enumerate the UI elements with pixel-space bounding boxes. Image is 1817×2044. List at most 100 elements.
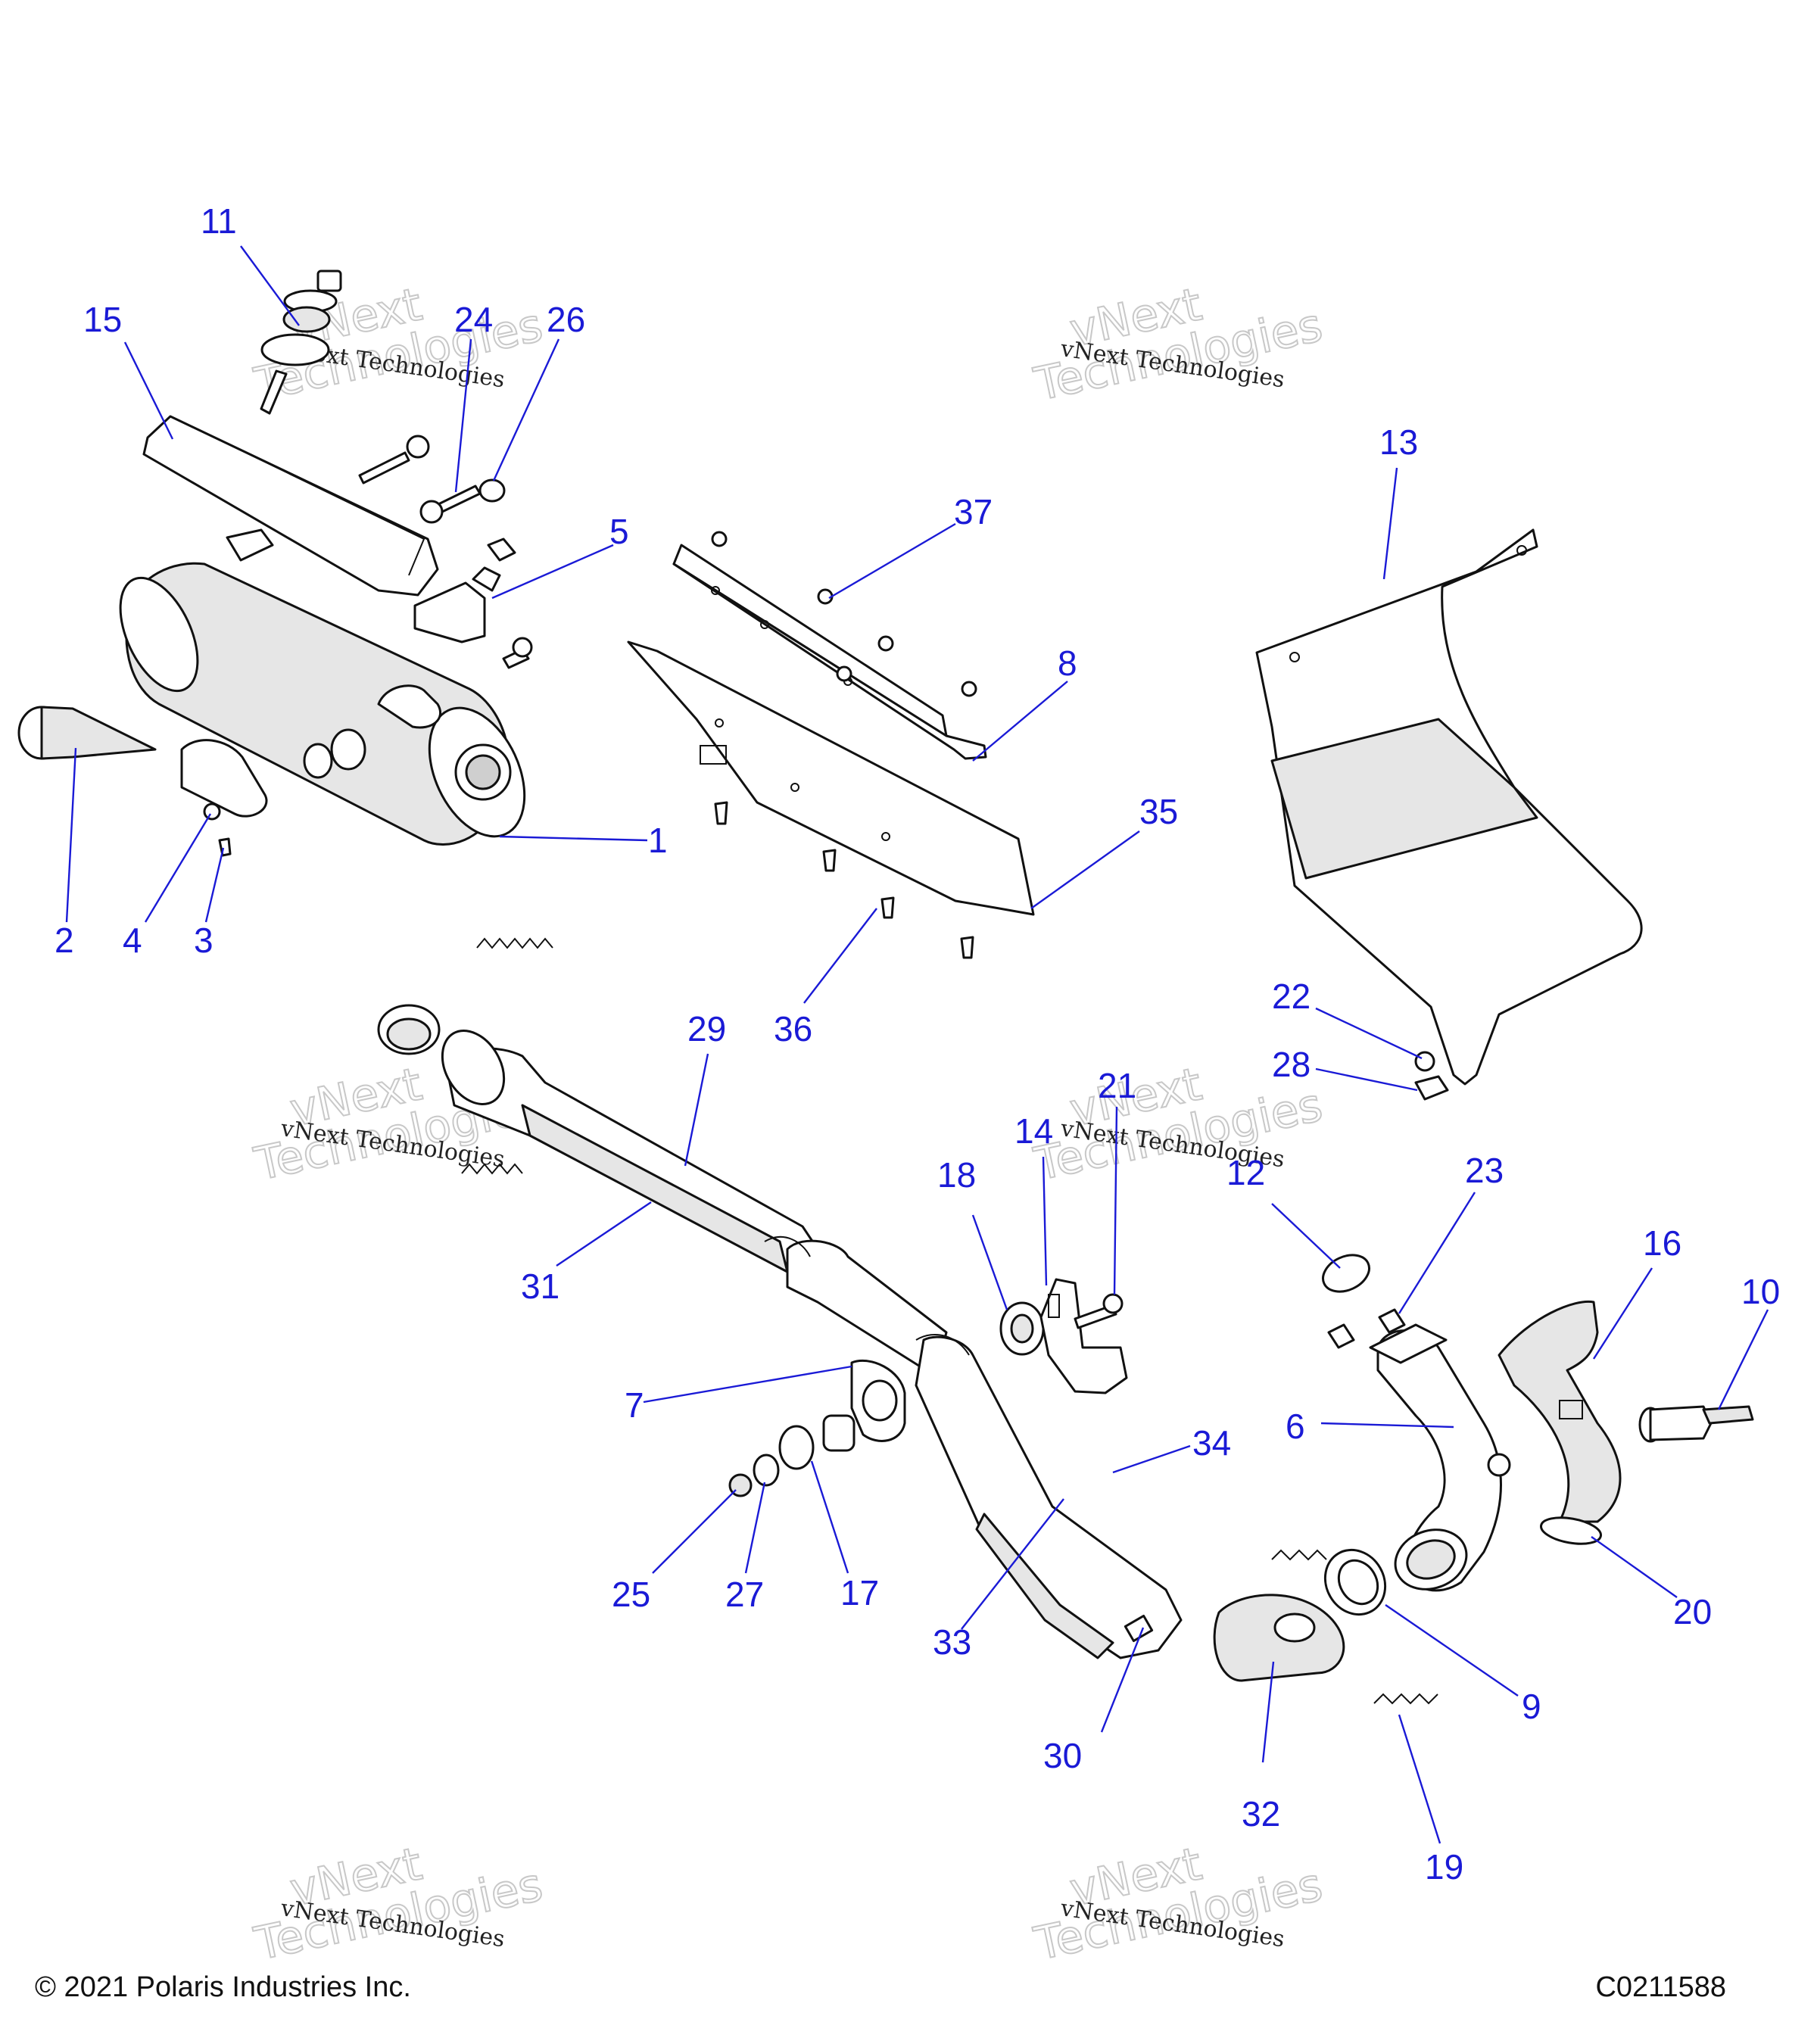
callout-24: 24: [454, 300, 493, 339]
leader-34: [1112, 1444, 1191, 1474]
callout-5: 5: [609, 512, 629, 551]
callout-12: 12: [1226, 1153, 1265, 1192]
leader-37: [828, 522, 956, 600]
callout-4: 4: [123, 921, 142, 960]
part-15-ridge: [173, 417, 425, 576]
leader-31: [556, 1201, 652, 1267]
part-head-pipe-assembly: [441, 1030, 1183, 1659]
part-pipe-gasket: [377, 1004, 441, 1055]
leader-14: [1042, 1156, 1048, 1286]
callout-37: 37: [954, 492, 993, 531]
callout-8: 8: [1058, 643, 1077, 683]
callout-1: 1: [648, 821, 668, 860]
copyright-text: © 2021 Polaris Industries Inc.: [35, 1971, 411, 2003]
callout-35: 35: [1139, 792, 1178, 831]
leader-32: [1261, 1661, 1275, 1763]
part-37-nuts: [711, 531, 977, 697]
part-6-header-pipe: [1369, 1323, 1511, 1592]
leader-17: [810, 1460, 849, 1574]
part-21-bolt: [1074, 1293, 1124, 1329]
callout-18: 18: [937, 1155, 976, 1195]
leader-12: [1271, 1203, 1341, 1269]
callout-7: 7: [625, 1385, 644, 1425]
callout-6: 6: [1286, 1407, 1305, 1446]
leader-25: [652, 1489, 737, 1574]
leader-35: [1030, 830, 1140, 909]
leader-19: [1398, 1714, 1441, 1844]
callout-22: 22: [1272, 977, 1311, 1016]
leader-1: [499, 835, 648, 842]
leader-2: [65, 747, 77, 923]
leader-23: [1398, 1192, 1476, 1314]
part-2-tip: [17, 706, 157, 760]
callout-36: 36: [774, 1009, 812, 1048]
parts-group: [17, 270, 1754, 1705]
callout-2: 2: [55, 921, 74, 960]
leader-4: [144, 813, 212, 923]
callout-25: 25: [612, 1575, 650, 1614]
callout-34: 34: [1192, 1423, 1231, 1463]
callout-26: 26: [547, 300, 585, 339]
part-20-clamp: [1540, 1516, 1602, 1545]
part-spring-mid: [1271, 1549, 1327, 1561]
callout-21: 21: [1098, 1066, 1136, 1105]
leader-6: [1320, 1422, 1454, 1429]
part-16-pipe-shield: [1498, 1300, 1622, 1523]
part-10-o2-sensor: [1638, 1405, 1754, 1443]
callout-28: 28: [1272, 1045, 1311, 1084]
leader-18: [971, 1214, 1008, 1310]
leader-8: [972, 681, 1068, 762]
callout-19: 19: [1425, 1847, 1463, 1887]
callout-29: 29: [687, 1009, 726, 1048]
leader-36: [803, 908, 877, 1004]
callout-11: 11: [201, 201, 237, 241]
part-9-gasket: [1323, 1548, 1387, 1616]
callout-16: 16: [1643, 1223, 1681, 1263]
callout-labels: 1 2 3 4 5 6 7 8 9 10 11 12 13 14 15 16 1…: [55, 201, 1780, 1887]
part-4-nut: [203, 802, 221, 821]
callout-31: 31: [521, 1267, 559, 1306]
leader-lines: [65, 245, 1769, 1844]
leader-28: [1315, 1067, 1418, 1092]
part-springs-upper: [461, 937, 553, 1175]
callout-13: 13: [1379, 422, 1418, 462]
leader-30: [1100, 1627, 1145, 1733]
part-23-studs: [1327, 1308, 1406, 1349]
callout-14: 14: [1014, 1111, 1053, 1151]
leader-15: [123, 341, 174, 440]
part-12-gasket: [1322, 1254, 1370, 1293]
part-13-heat-shield: [1255, 528, 1643, 1086]
part-35-shield-plate: [627, 640, 1035, 916]
part-22-clip: [1414, 1051, 1435, 1072]
part-washer-stack: [728, 1414, 856, 1497]
leader-3: [204, 847, 225, 923]
leader-20: [1591, 1536, 1678, 1598]
callout-30: 30: [1043, 1736, 1082, 1775]
leader-27: [744, 1482, 766, 1574]
callout-10: 10: [1741, 1272, 1780, 1311]
leader-33: [961, 1498, 1064, 1630]
leader-9: [1385, 1604, 1519, 1697]
figure-code: C0211588: [1595, 1971, 1726, 2003]
leader-5: [491, 544, 614, 600]
part-18-bushing: [999, 1301, 1045, 1356]
part-11-mount-stack: [260, 270, 342, 415]
leader-22: [1315, 1007, 1423, 1060]
leader-29: [684, 1053, 709, 1167]
callout-23: 23: [1465, 1151, 1504, 1190]
callout-17: 17: [840, 1573, 879, 1612]
leader-7: [643, 1365, 852, 1404]
callout-27: 27: [725, 1575, 764, 1614]
part-26-nut: [478, 478, 506, 503]
leader-21: [1113, 1106, 1118, 1295]
part-14-bracket: [1039, 1278, 1128, 1394]
leader-10: [1717, 1309, 1769, 1410]
part-19-spring: [1373, 1693, 1438, 1705]
part-1-muffler: [119, 528, 526, 846]
leader-26: [492, 338, 560, 481]
callout-15: 15: [83, 300, 122, 339]
leader-11: [240, 245, 300, 326]
leader-16: [1592, 1267, 1653, 1360]
part-36-screws: [714, 801, 974, 959]
